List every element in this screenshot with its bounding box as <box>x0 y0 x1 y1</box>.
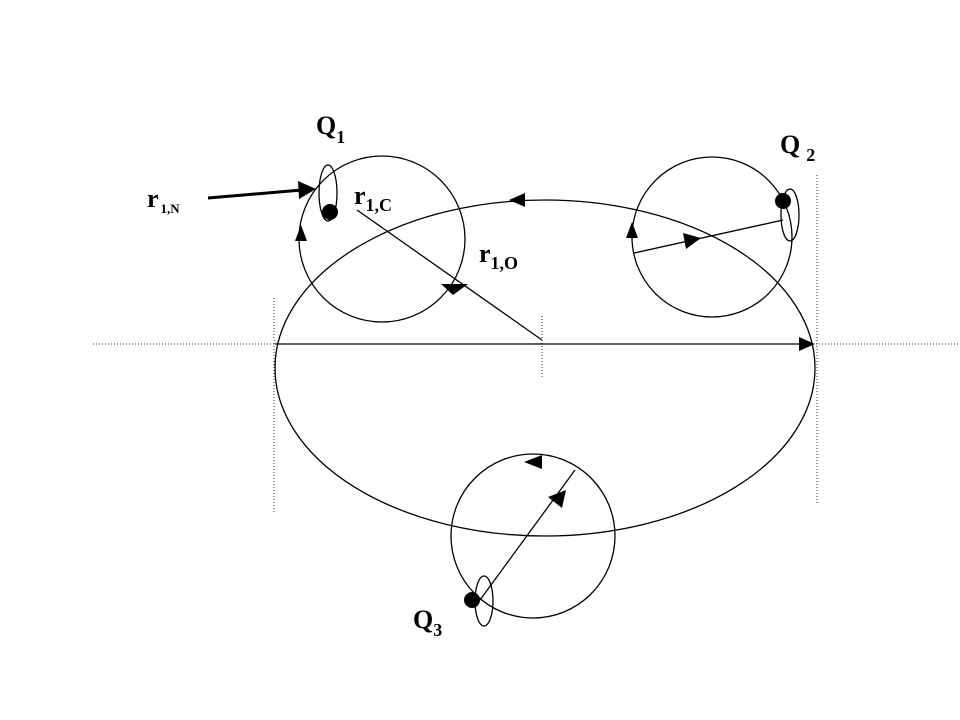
epicycle-arrowhead-q3 <box>524 455 542 469</box>
label-r1c: r1,C <box>354 181 392 215</box>
vector-r1n-arrowhead <box>298 181 316 199</box>
charge-dot-q3 <box>464 592 480 608</box>
epicycle-circle-q3 <box>450 453 616 619</box>
label-q1: Q1 <box>316 111 345 147</box>
vector-r1n <box>207 188 303 200</box>
vector-q3-radius <box>479 469 576 601</box>
vector-r1o-arrowhead <box>441 284 468 295</box>
vector-q2-arrowhead <box>683 233 701 249</box>
epicycle-arrowhead-q2 <box>626 222 638 238</box>
epicycle-circle-q1 <box>298 155 466 323</box>
label-r1o: r1,O <box>479 239 518 273</box>
main-orbit-ellipse <box>274 199 816 537</box>
vector-r1o <box>356 209 543 341</box>
charge-dot-q1 <box>322 204 338 220</box>
epicycle-arrowhead-q1 <box>295 225 307 241</box>
nucleus-orbit-q1 <box>318 164 338 222</box>
label-q3: Q3 <box>413 605 442 640</box>
nucleus-orbit-q2 <box>780 188 800 242</box>
charge-dot-q2 <box>775 193 791 209</box>
orbit-direction-arrowhead <box>509 193 525 207</box>
vector-q3-arrowhead <box>548 490 566 508</box>
epicycle-circle-q2 <box>631 156 793 318</box>
diameter-arrowhead <box>799 337 815 351</box>
vector-q2-radius <box>633 219 784 254</box>
